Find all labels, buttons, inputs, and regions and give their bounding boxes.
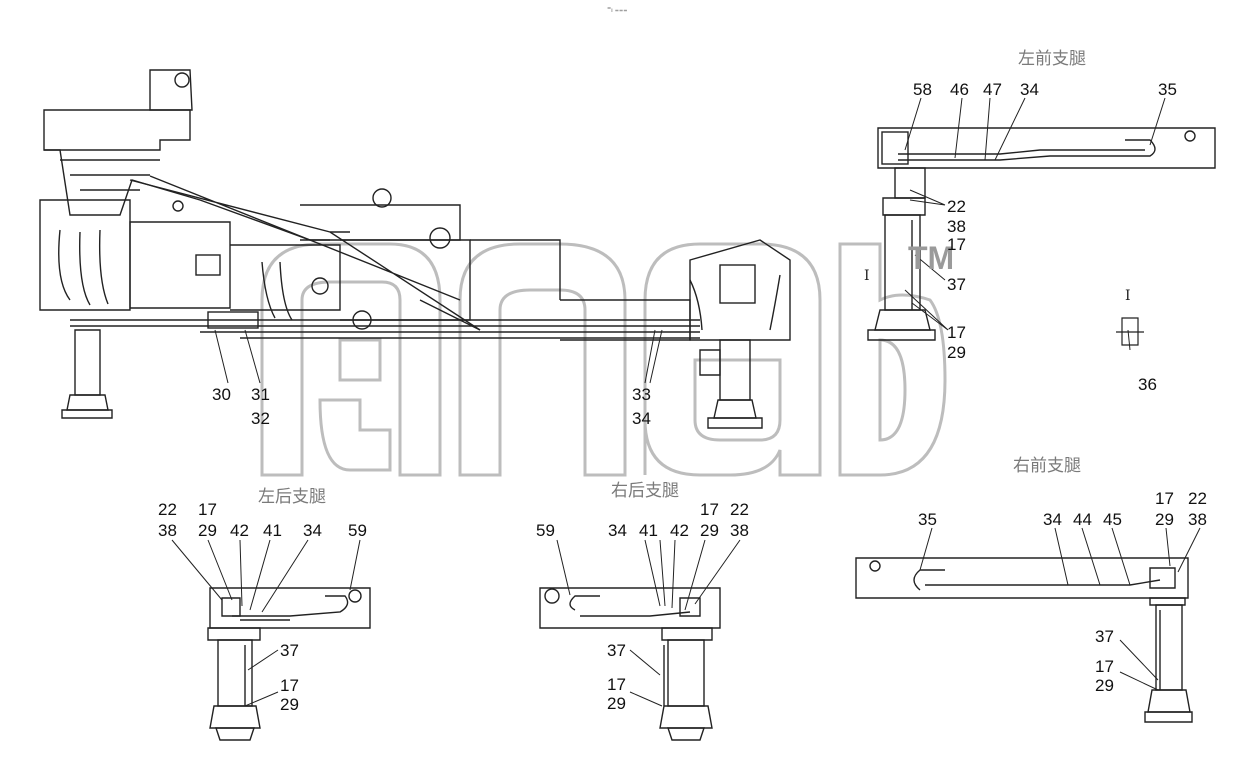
callout-46: 46 — [950, 80, 969, 99]
callout-32: 32 — [251, 409, 270, 428]
callout-22-rr: 22 — [730, 500, 749, 519]
callout-29-rr-b: 29 — [607, 694, 626, 713]
caption-left-rear: 左后支腿 — [258, 487, 326, 507]
callout-17-rf-b: 17 — [1095, 657, 1114, 676]
callout-30: 30 — [212, 385, 231, 404]
callout-17-rr-b: 17 — [607, 675, 626, 694]
right-front-outrigger — [855, 557, 1193, 723]
left-rear-outrigger — [207, 587, 371, 741]
callout-17-lr-b: 17 — [280, 676, 299, 695]
callout-45-rf: 45 — [1103, 510, 1122, 529]
callout-38-lr: 38 — [158, 521, 177, 540]
callout-22-rf: 22 — [1188, 489, 1207, 508]
callout-33: 33 — [632, 385, 651, 404]
callout-29-rf-a: 29 — [1155, 510, 1174, 529]
callout-42-lr: 42 — [230, 521, 249, 540]
callout-31: 31 — [251, 385, 270, 404]
callout-59-rr: 59 — [536, 521, 555, 540]
callout-22-lf: 22 — [947, 197, 966, 216]
right-rear-outrigger — [539, 587, 721, 741]
callout-38-lf: 38 — [947, 217, 966, 236]
callout-36: 36 — [1138, 375, 1157, 394]
callout-29-lr-b: 29 — [280, 695, 299, 714]
callout-17-rr-a: 17 — [700, 500, 719, 519]
section-mark-detail: I — [1125, 288, 1131, 304]
callout-44-rf: 44 — [1073, 510, 1092, 529]
callout-29-lr-a: 29 — [198, 521, 217, 540]
callout-17-lf-a: 17 — [947, 235, 966, 254]
watermark-tm: TM — [908, 240, 955, 276]
callout-29-rf-b: 29 — [1095, 676, 1114, 695]
callout-37-rf: 37 — [1095, 627, 1114, 646]
callout-29-rr-a: 29 — [700, 521, 719, 540]
callout-41-lr: 41 — [263, 521, 282, 540]
left-front-outrigger — [867, 127, 1216, 341]
callout-34-rf: 34 — [1043, 510, 1062, 529]
callout-17-lr-a: 17 — [198, 500, 217, 519]
callout-35-rf: 35 — [918, 510, 937, 529]
callout-22-lr: 22 — [158, 500, 177, 519]
callout-58: 58 — [913, 80, 932, 99]
caption-right-front: 右前支腿 — [1013, 456, 1081, 476]
main-machine — [39, 69, 791, 429]
callout-37-lr: 37 — [280, 641, 299, 660]
callout-17-rf-a: 17 — [1155, 489, 1174, 508]
callout-47: 47 — [983, 80, 1002, 99]
callout-59-lr: 59 — [348, 521, 367, 540]
caption-left-front: 左前支腿 — [1018, 49, 1086, 69]
callout-42-rr: 42 — [670, 521, 689, 540]
left-front-leaders — [904, 97, 1166, 351]
right-rear-leaders — [556, 539, 741, 707]
callout-34: 34 — [632, 409, 651, 428]
callout-35-lf: 35 — [1158, 80, 1177, 99]
callout-34-rr: 34 — [608, 521, 627, 540]
callout-34-lr: 34 — [303, 521, 322, 540]
header-mark: ⁼ₗ ₌₌₌ — [607, 5, 628, 14]
caption-right-rear: 右后支腿 — [611, 481, 679, 501]
callout-41-rr: 41 — [639, 521, 658, 540]
callout-29-lf: 29 — [947, 343, 966, 362]
main-leaders — [214, 329, 663, 384]
callout-38-rr: 38 — [730, 521, 749, 540]
callout-37-lf: 37 — [947, 275, 966, 294]
left-rear-leaders — [171, 539, 361, 707]
right-front-leaders — [919, 527, 1201, 691]
part-36 — [1116, 317, 1144, 346]
callout-37-rr: 37 — [607, 641, 626, 660]
callout-34-lf: 34 — [1020, 80, 1039, 99]
callout-38-rf: 38 — [1188, 510, 1207, 529]
callout-17-lf-b: 17 — [947, 323, 966, 342]
watermark-logo — [260, 242, 947, 477]
section-mark-main: I — [864, 268, 870, 284]
